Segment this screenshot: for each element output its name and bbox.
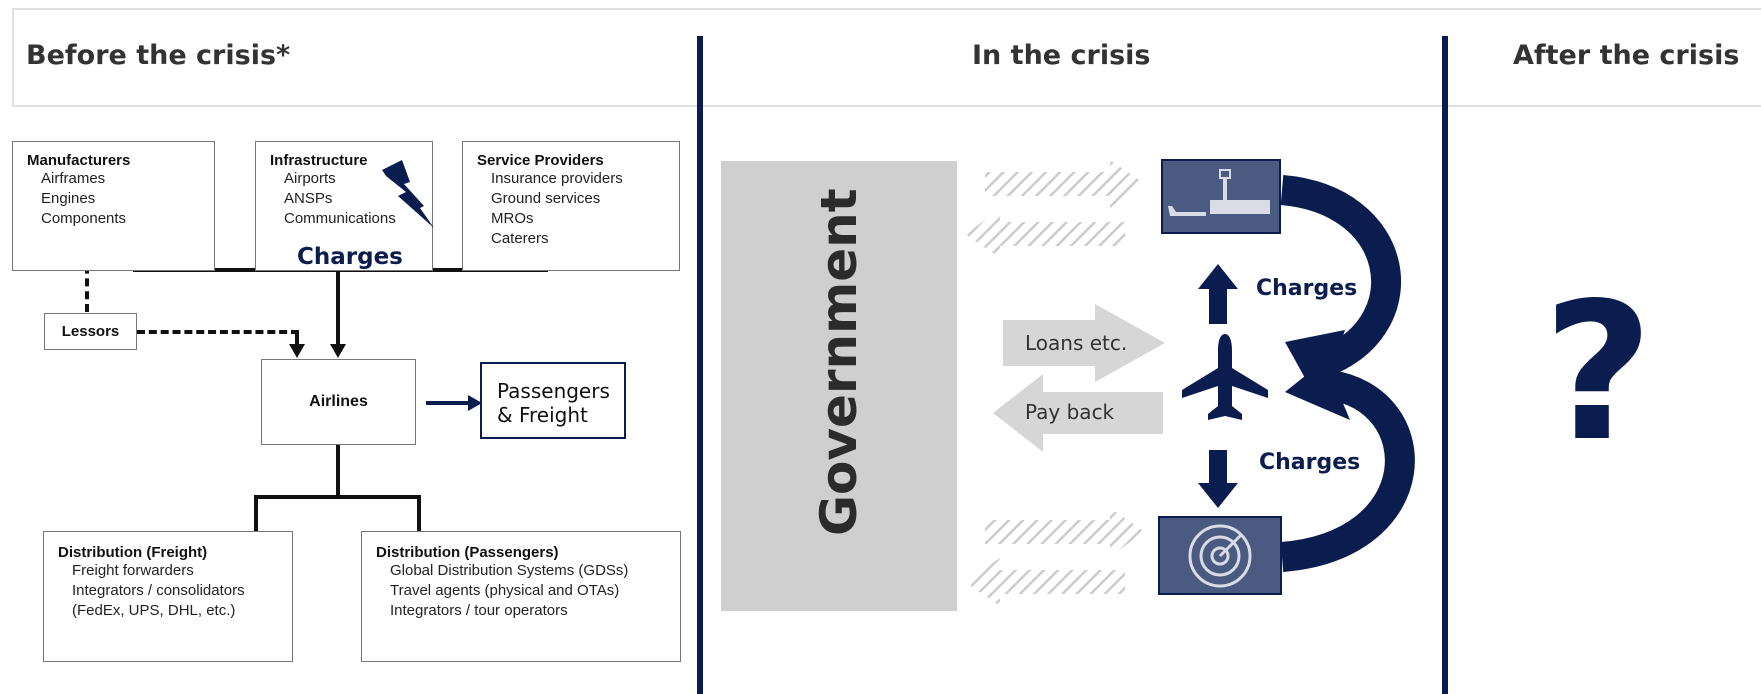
manufacturers-item: Engines xyxy=(41,190,96,207)
dist-freight-item: (FedEx, UPS, DHL, etc.) xyxy=(72,602,236,619)
dist-freight-title: Distribution (Freight) xyxy=(58,544,208,561)
dashed-lessors-down xyxy=(295,330,299,346)
service-providers-item: Ground services xyxy=(491,190,601,207)
divider-right xyxy=(1442,36,1448,694)
connector-dist-passengers xyxy=(417,495,421,531)
connector-infra-airlines xyxy=(336,238,340,348)
infrastructure-title: Infrastructure xyxy=(270,152,368,169)
manufacturers-item: Airframes xyxy=(41,170,106,187)
manufacturers-title: Manufacturers xyxy=(27,152,131,169)
dist-passengers-title: Distribution (Passengers) xyxy=(376,544,559,561)
infrastructure-item: Airports xyxy=(284,170,336,187)
infrastructure-item: ANSPs xyxy=(284,190,333,207)
service-providers-item: Caterers xyxy=(491,230,549,247)
header-band xyxy=(12,8,1761,107)
airlines-label: Airlines xyxy=(309,393,368,410)
manufacturers-box: Manufacturers Airframes Engines Componen… xyxy=(12,141,215,271)
service-providers-item: MROs xyxy=(491,210,534,227)
charges-top-label: Charges xyxy=(1256,276,1358,301)
dist-passengers-item: Travel agents (physical and OTAs) xyxy=(390,582,620,599)
passengers-label: Passengers xyxy=(497,379,610,403)
lessors-box: Lessors xyxy=(44,313,137,350)
airport-icon xyxy=(1168,169,1270,216)
service-providers-item: Insurance providers xyxy=(491,170,623,187)
service-providers-box: Service Providers Insurance providers Gr… xyxy=(462,141,680,271)
airlines-box: Airlines xyxy=(261,359,416,445)
passengers-freight-box: Passengers & Freight xyxy=(480,362,626,439)
dist-passengers-item: Integrators / tour operators xyxy=(390,602,568,619)
distribution-freight-box: Distribution (Freight) Freight forwarder… xyxy=(43,531,293,662)
dist-freight-item: Integrators / consolidators xyxy=(72,582,245,599)
airplane-icon xyxy=(1182,334,1268,420)
government-panel xyxy=(721,161,957,611)
service-providers-title: Service Providers xyxy=(477,152,604,169)
dist-passengers-item: Global Distribution Systems (GDSs) xyxy=(390,562,629,579)
freight-label: & Freight xyxy=(497,403,588,427)
infrastructure-item: Communications xyxy=(284,210,396,227)
radar-icon xyxy=(1188,524,1252,588)
airlines-passengers-arrow xyxy=(426,401,470,405)
charges-bottom-label: Charges xyxy=(1259,450,1361,475)
infrastructure-charges-label: Charges xyxy=(297,244,403,270)
dist-freight-item: Freight forwarders xyxy=(72,562,194,579)
divider-left xyxy=(697,36,703,694)
connector-airlines-down xyxy=(336,443,340,497)
infrastructure-box: Infrastructure Airports ANSPs Communicat… xyxy=(255,141,433,271)
connector-distribution-horizontal xyxy=(254,495,421,499)
dashed-manufacturers-lessors xyxy=(85,240,89,312)
distribution-passengers-box: Distribution (Passengers) Global Distrib… xyxy=(361,531,681,662)
before-crisis-title: Before the crisis* xyxy=(26,40,291,71)
in-crisis-title: In the crisis xyxy=(972,40,1151,71)
pay-back-label: Pay back xyxy=(1025,400,1115,424)
manufacturers-item: Components xyxy=(41,210,127,227)
loans-label: Loans etc. xyxy=(1025,331,1128,355)
lessors-label: Lessors xyxy=(61,323,120,340)
lightning-icon xyxy=(382,160,434,228)
question-mark: ? xyxy=(1543,262,1654,483)
connector-dist-freight xyxy=(254,495,258,531)
after-crisis-title: After the crisis xyxy=(1513,40,1740,71)
dashed-lessors-airlines xyxy=(137,330,299,334)
